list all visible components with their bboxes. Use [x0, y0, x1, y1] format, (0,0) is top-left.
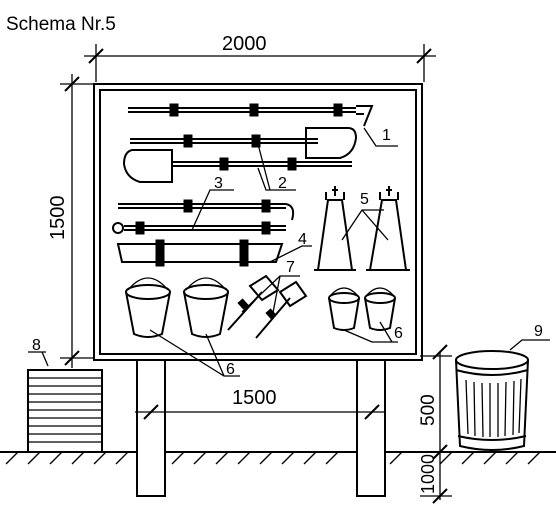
dimension-post-spacing: 1500: [135, 387, 386, 420]
dimension-above-ground-label: 500: [418, 394, 439, 426]
dimension-vertical-right: 500 1000: [418, 344, 452, 504]
callout-4: 4: [298, 231, 307, 248]
diagram-title: Schema Nr.5: [6, 14, 116, 35]
callout-1: 1: [382, 127, 391, 144]
axes: [227, 274, 308, 339]
callout-9: 9: [534, 323, 543, 340]
dimension-width: 2000: [84, 33, 436, 82]
water-barrel: [455, 350, 529, 451]
dimension-height: 1500: [47, 74, 94, 368]
callout-7: 7: [286, 259, 295, 276]
fire-hook-tool: [128, 103, 374, 127]
fire-cones: [314, 186, 410, 271]
fire-buckets: [125, 277, 396, 338]
dimension-post-spacing-label: 1500: [232, 387, 277, 409]
callout-6-right: 6: [394, 325, 403, 342]
ground-line: [0, 451, 556, 465]
support-posts: [136, 359, 386, 497]
dimension-height-label: 1500: [47, 196, 69, 241]
shovels: [122, 127, 358, 183]
board-frame: [93, 83, 423, 361]
callout-2: 2: [278, 175, 287, 192]
crowbars: [112, 199, 295, 235]
fire-hose: [116, 239, 284, 267]
callout-3: 3: [214, 175, 223, 192]
sand-box: [27, 369, 103, 453]
dimension-width-label: 2000: [222, 33, 267, 55]
dimension-below-ground-label: 1000: [418, 454, 438, 494]
callout-5: 5: [360, 191, 369, 208]
callout-6-left: 6: [226, 361, 235, 378]
callout-8: 8: [32, 337, 41, 354]
leader-lines: [28, 127, 550, 377]
